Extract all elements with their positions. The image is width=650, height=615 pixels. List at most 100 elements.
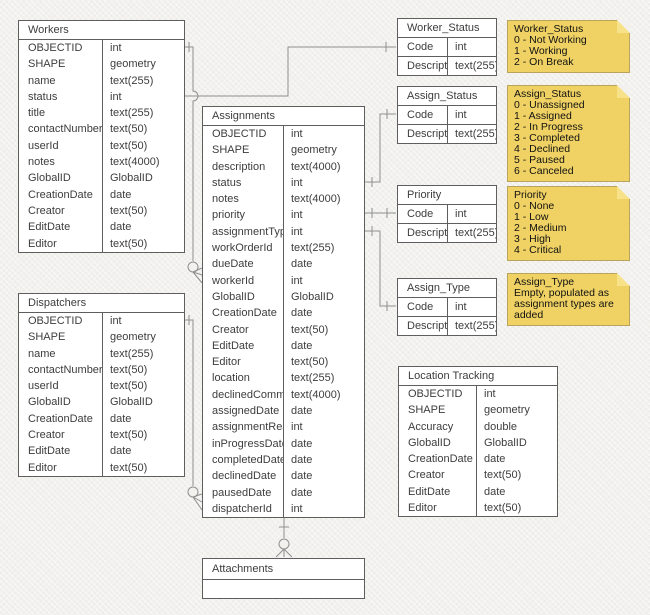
entity-attachments[interactable]: Attachments	[202, 558, 365, 599]
field-type: int	[455, 301, 467, 313]
field-type: text(50)	[110, 123, 148, 136]
field-row: contactNumber text(50)	[19, 121, 184, 138]
field-name: Creator	[203, 321, 284, 338]
field-type: date	[291, 339, 313, 352]
field-name: GlobalID	[19, 394, 103, 411]
note-line: 1 - Assigned	[514, 110, 572, 122]
field-name: Editor	[19, 459, 103, 476]
field-name: status	[19, 88, 103, 106]
field-type: text(255)	[291, 242, 335, 255]
field-name: Accuracy	[399, 418, 477, 435]
field-type: text(255)	[110, 74, 154, 87]
field-type: date	[291, 470, 313, 483]
entity-worker-status[interactable]: Worker_Status CodeintDescriptiontext(255…	[397, 18, 497, 76]
field-type: geometry	[291, 144, 337, 157]
note-line: 2 - On Break	[514, 56, 574, 68]
field-name: CreationDate	[19, 186, 103, 203]
entity-title: Worker_Status	[398, 19, 496, 38]
connector-assignments-assigntype[interactable]	[365, 226, 396, 311]
entity-fields: CodeintDescriptiontext(255)	[398, 106, 496, 143]
field-name: OBJECTID	[203, 126, 284, 143]
entity-empty-body	[203, 580, 364, 598]
field-name: pausedDate	[203, 484, 284, 501]
field-type: text(50)	[484, 502, 522, 515]
field-type: date	[291, 258, 313, 271]
field-name: declinedDate	[203, 468, 284, 485]
field-type: date	[110, 188, 132, 201]
note-title: Assign_Type	[514, 276, 575, 288]
field-row: declinedComment text(4000)	[203, 386, 364, 404]
field-type: text(255)	[455, 227, 496, 239]
field-name: Description	[398, 125, 448, 143]
field-name: location	[203, 370, 284, 387]
connector-workers-workerstatus[interactable]	[184, 42, 396, 97]
field-type: text(50)	[110, 139, 148, 152]
field-name: CreationDate	[19, 410, 103, 428]
connector-dispatchers-assignments[interactable]	[184, 315, 203, 511]
field-name: contactNumber	[19, 121, 103, 138]
field-name: description	[203, 158, 284, 175]
field-type: text(50)	[291, 323, 329, 336]
entity-title: Location Tracking	[399, 367, 557, 386]
entity-priority[interactable]: Priority CodeintDescriptiontext(255)	[397, 185, 497, 243]
field-type: geometry	[484, 404, 530, 417]
note-title: Assign_Status	[514, 88, 582, 100]
entity-fields: CodeintDescriptiontext(255)	[398, 298, 496, 335]
field-type: int	[291, 502, 303, 515]
entity-assign-status[interactable]: Assign_Status CodeintDescriptiontext(255…	[397, 86, 497, 144]
connector-assignments-assignstatus[interactable]	[365, 109, 396, 187]
entity-assign-type[interactable]: Assign_Type CodeintDescriptiontext(255)	[397, 278, 497, 336]
field-type: date	[484, 485, 506, 498]
field-name: SHAPE	[19, 329, 103, 346]
field-name: Code	[398, 205, 448, 223]
field-type: text(50)	[291, 356, 329, 369]
field-type: text(255)	[110, 107, 154, 120]
field-name: userId	[19, 378, 103, 395]
field-name: userId	[19, 137, 103, 155]
connector-workers-assignments[interactable]	[184, 42, 203, 284]
note-line: 3 - High	[514, 233, 551, 245]
entity-title: Workers	[19, 21, 184, 40]
note-line: Empty, populated as	[514, 287, 609, 299]
field-type: int	[291, 176, 303, 189]
field-type: text(50)	[110, 363, 148, 376]
note-line: 3 - Completed	[514, 132, 580, 144]
field-row: Descriptiontext(255)	[398, 223, 496, 242]
field-name: declinedComment	[203, 386, 284, 404]
field-type: GlobalID	[110, 172, 153, 185]
field-type: text(50)	[110, 429, 148, 442]
connector-assignments-priority[interactable]	[365, 208, 396, 218]
field-name: workerId	[203, 272, 284, 289]
entity-title: Dispatchers	[19, 294, 184, 313]
field-type: text(4000)	[291, 388, 341, 401]
connector-assignments-attachments[interactable]	[275, 517, 293, 558]
field-name: assignmentRead	[203, 419, 284, 436]
entity-title: Assignments	[203, 107, 364, 126]
